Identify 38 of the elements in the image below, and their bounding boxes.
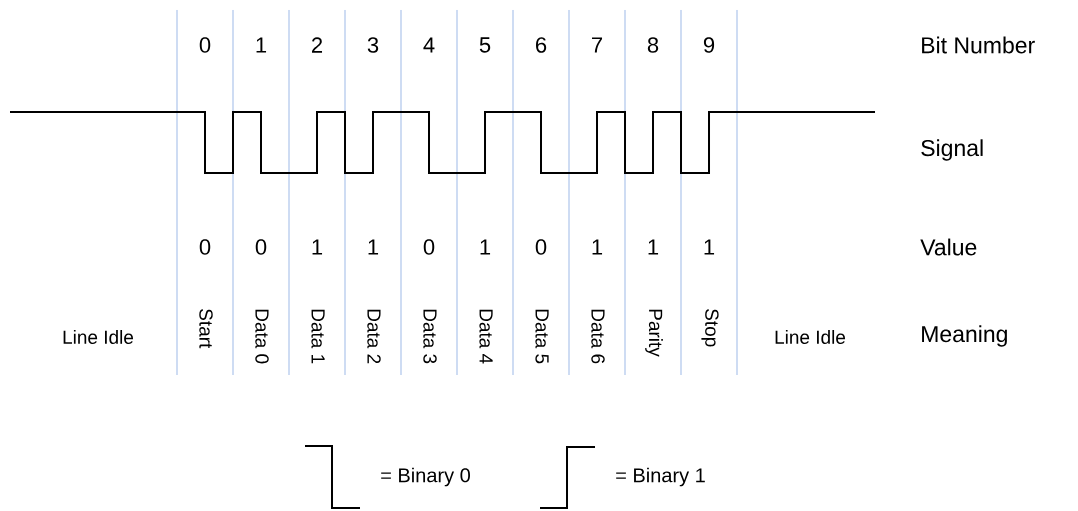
idle-label: Line Idle xyxy=(775,330,846,344)
bit-value: 0 xyxy=(255,239,267,255)
legend-text: = Binary 1 xyxy=(616,467,705,487)
bit-value: 1 xyxy=(368,239,379,255)
bit-number: 5 xyxy=(479,37,491,53)
bit-meaning: Data 2 xyxy=(367,309,381,364)
bit-value: 1 xyxy=(480,239,491,255)
row-heading: Bit Number xyxy=(922,36,1035,54)
bit-value: 0 xyxy=(199,239,211,255)
bit-value: 1 xyxy=(312,239,323,255)
row-heading: Signal xyxy=(921,139,983,161)
bit-number: 4 xyxy=(423,37,435,53)
bit-meaning: Stop xyxy=(701,309,719,347)
bit-number: 1 xyxy=(256,37,267,53)
bit-number: 8 xyxy=(647,37,659,53)
bit-meaning: Data 3 xyxy=(423,309,437,364)
bit-value: 1 xyxy=(648,239,659,255)
row-heading: Value xyxy=(920,238,977,256)
bit-number: 7 xyxy=(592,37,603,53)
bit-meaning: Data 0 xyxy=(255,309,269,364)
bit-meaning: Data 1 xyxy=(311,309,325,364)
idle-label: Line Idle xyxy=(63,330,134,344)
bit-value: 1 xyxy=(704,239,715,255)
legend-text: = Binary 0 xyxy=(381,467,470,487)
bit-number: 0 xyxy=(199,37,211,53)
bit-meaning: Start xyxy=(199,309,213,349)
bit-value: 1 xyxy=(592,239,603,255)
bit-value: 0 xyxy=(535,239,547,255)
bit-number: 9 xyxy=(703,37,715,53)
bit-number: 3 xyxy=(367,37,379,53)
bit-meaning: Data 4 xyxy=(479,309,493,364)
bit-value: 0 xyxy=(423,239,435,255)
bit-meaning: Parity xyxy=(645,309,663,357)
bit-number: 6 xyxy=(536,37,547,53)
bit-meaning: Data 6 xyxy=(591,309,605,364)
row-heading: Meaning xyxy=(922,325,1007,347)
bit-meaning: Data 5 xyxy=(535,309,549,364)
bit-number: 2 xyxy=(312,37,322,53)
